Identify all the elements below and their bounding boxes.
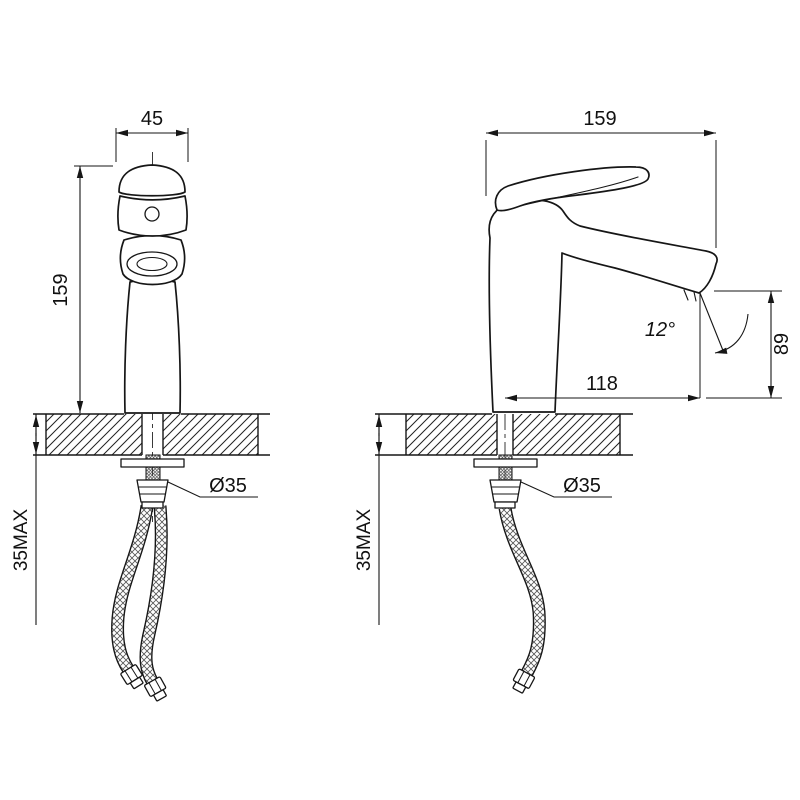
- dim-front-width: 45: [141, 108, 163, 130]
- dim-side-hole: Ø35: [563, 475, 601, 497]
- hose-fitting: [512, 668, 536, 694]
- handle-indicator-dot: [144, 206, 160, 222]
- side-mounting-hardware: [473, 454, 538, 509]
- hose-fitting: [144, 676, 167, 702]
- front-faucet-body: [117, 164, 188, 414]
- aerator-detail: [693, 291, 697, 302]
- side-mount-thickness-dimension: 35MAX: [354, 414, 383, 625]
- side-spout-reach-dimension: 118: [505, 373, 700, 402]
- front-height-dimension: 159: [50, 165, 113, 413]
- front-mount-thickness-dimension: 35MAX: [11, 414, 40, 625]
- side-handle-lever: [494, 166, 650, 212]
- spray-angle-annotation: 12°: [645, 292, 749, 398]
- dim-spray-angle: 12°: [645, 319, 675, 341]
- side-countertop: [375, 413, 633, 456]
- dim-spout-reach: 118: [586, 373, 618, 395]
- dim-front-mount-thickness: 35MAX: [11, 509, 32, 572]
- dim-side-length: 159: [583, 108, 616, 130]
- front-supply-hoses: [111, 504, 168, 702]
- dim-front-height: 159: [50, 273, 72, 306]
- hose-fitting: [120, 664, 144, 690]
- side-length-dimension: 159: [485, 108, 717, 248]
- front-mounting-hardware: [120, 454, 185, 509]
- side-hole-callout: Ø35: [520, 475, 612, 498]
- side-faucet-body: [488, 166, 718, 413]
- front-countertop: [33, 413, 270, 456]
- front-width-dimension: 45: [115, 108, 189, 162]
- side-supply-hose: [498, 506, 546, 694]
- front-view: 45 159 35MAX Ø35: [11, 108, 270, 702]
- side-view: 12° 159 89 118 35MAX: [354, 108, 793, 694]
- dim-front-hole: Ø35: [209, 475, 247, 497]
- side-spout-height-dimension: 89: [706, 290, 793, 399]
- front-hole-callout: Ø35: [167, 475, 258, 498]
- dim-side-mount-thickness: 35MAX: [354, 509, 375, 572]
- dim-spout-height: 89: [771, 333, 793, 355]
